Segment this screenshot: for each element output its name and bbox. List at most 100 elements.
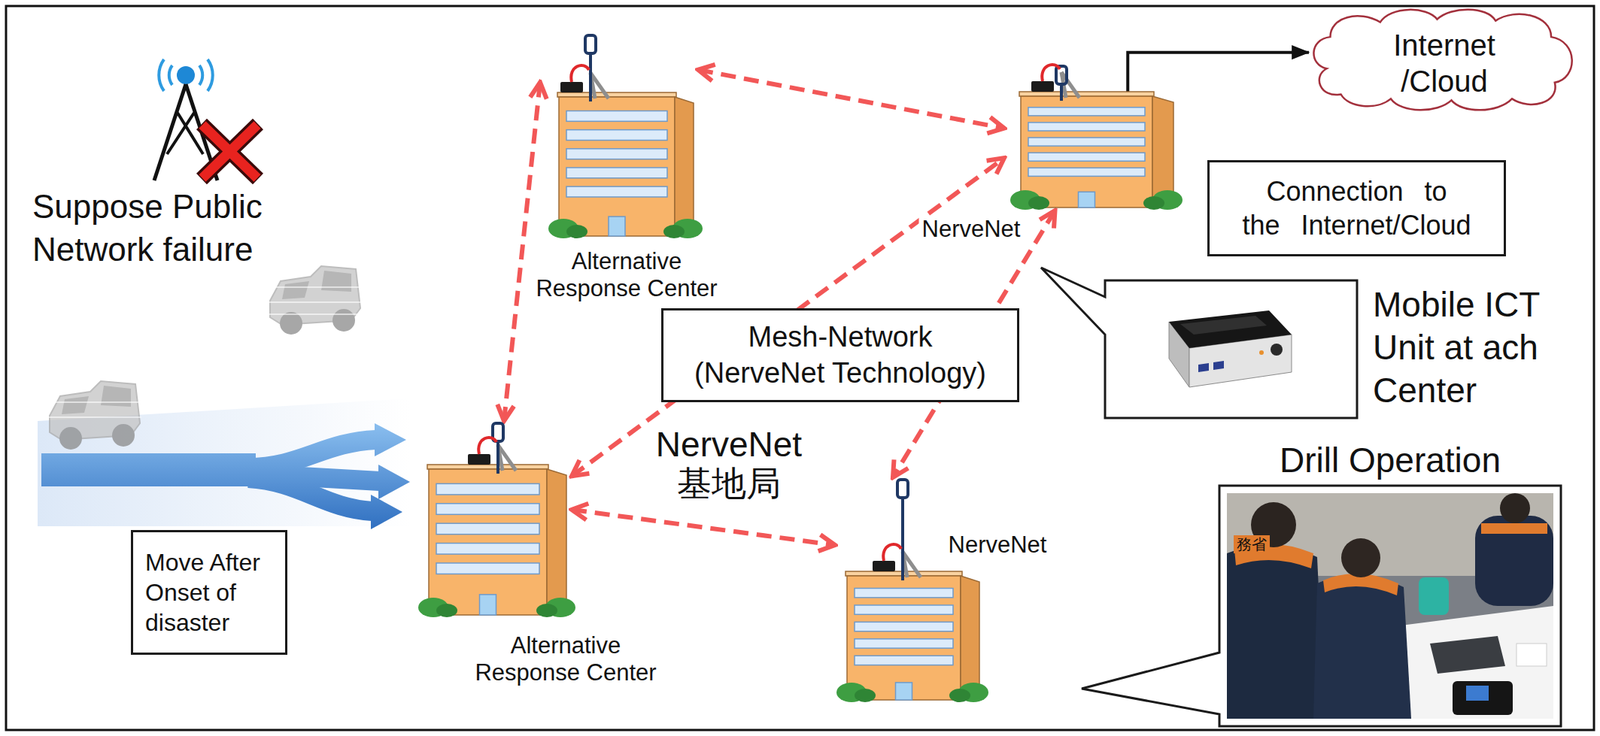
car-window [100,385,131,407]
radio-unit [1031,81,1054,92]
arrow-head [370,494,403,530]
building-side [674,97,694,237]
car-window [61,396,89,415]
power-led [1259,350,1264,356]
photo-person [1313,575,1412,720]
car-streak [267,313,362,316]
callout-outline [1081,485,1561,727]
building-door [895,683,913,701]
note-label: NerveNet 基地局 [646,425,811,504]
callout-shape [1105,280,1358,419]
signal-arc [199,65,203,86]
building-window [1028,137,1145,146]
failure-cross [201,124,259,180]
evacuation-arrows [41,423,410,530]
photo-ground [1226,493,1554,720]
building-window [1028,107,1145,116]
power-button [1270,343,1283,356]
antenna-leg [902,552,921,578]
arrow-head [374,423,407,457]
building-front [558,97,675,237]
antenna-loop [1056,66,1067,85]
building-window [436,563,540,575]
tower-brace [166,112,195,155]
bush [436,604,458,618]
photo-paper [1516,643,1547,667]
text-box: Connection to the Internet/Cloud [1207,160,1506,257]
bush [1028,196,1050,210]
antenna-loop [897,479,908,498]
note-label: Suppose Public Network failure [32,185,274,271]
antenna-pole [496,441,500,474]
building-window [1028,122,1145,131]
usb-port [1198,363,1209,373]
building-roof [1019,91,1154,97]
radio-cable [883,544,902,562]
building-window [566,111,668,122]
internet-link [1127,52,1309,97]
photo-chair [1418,577,1449,616]
photo-head [1499,493,1531,524]
building-side [960,576,980,701]
pc-top-face [1168,310,1292,349]
photo-head [1341,538,1381,578]
building-window [854,588,954,599]
building-side [546,469,567,616]
failure-cross [201,124,259,180]
box-text: Connection to the Internet/Cloud [1239,174,1474,243]
car-wheel [279,312,303,335]
callout-box: Drill Operation [1219,485,1561,727]
tower-icon [154,59,259,181]
callout-box: Mobile ICT Unit at ach Center [1105,280,1358,419]
callout-heading: Mobile ICT Unit at ach Center [1372,283,1558,413]
bush [663,224,685,239]
building-icon [540,30,699,240]
building-window [1028,167,1145,177]
car-icon [267,266,362,335]
box-text: Move After Onset of disaster [145,547,274,638]
mesh-link [698,69,1005,129]
photo-person [1475,516,1554,607]
building-window [854,605,954,615]
building-window [436,543,540,556]
photo-laptop [1429,636,1506,675]
box-text: Mesh-Network (NerveNet Technology) [686,319,995,392]
car-streak [267,301,362,304]
building-icon [834,477,986,704]
antenna-pole [901,497,905,581]
car-streak [267,286,362,289]
building-window [436,483,540,495]
building-window [854,655,954,665]
failure-cross [202,124,258,179]
pc-top-shine [1180,315,1267,335]
tower-beacon [176,66,195,85]
antenna-leg [497,445,517,471]
building-front [1020,96,1153,208]
bush [536,604,558,618]
building-node: NerveNet [1004,96,1174,211]
signal-arc [158,59,164,92]
car-wheel [59,427,82,450]
arrow-branch [248,440,377,468]
antenna-leg [590,72,609,99]
radio-cable [1041,64,1060,82]
radio-cable [478,437,497,455]
text-box: Mesh-Network (NerveNet Technology) [661,308,1020,403]
bush [949,689,971,703]
bush [1143,196,1165,210]
building-door [1078,191,1096,208]
antenna-pole [588,53,593,102]
building-label: NerveNet [945,531,1051,559]
arrow-branch [248,478,373,512]
radio-cable [570,65,589,82]
building-front [428,469,547,616]
building-label: Alternative Response Center [464,632,667,687]
building-icon [1004,96,1174,211]
bush [854,689,876,703]
cloud-node: Internet /Cloud [1308,6,1580,113]
building-node: Alternative Response Center [540,30,699,240]
photo-person [1226,545,1325,720]
photo-phone-screen [1466,686,1489,702]
building-window [566,148,668,160]
photo-vest [1481,523,1548,535]
